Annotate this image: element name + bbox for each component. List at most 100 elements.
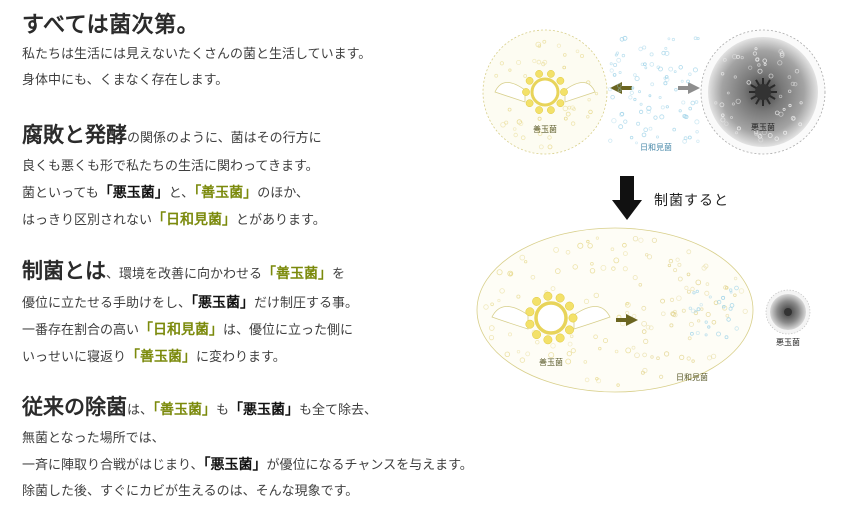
bad-label-top: 悪玉菌 xyxy=(751,122,775,132)
s2-line-1-text: の関係のように、菌はその行方に xyxy=(127,131,322,146)
bacteria-dot xyxy=(595,377,599,381)
bacteria-dot xyxy=(748,65,753,70)
good-bacteria-term: 「善玉菌」 xyxy=(194,185,258,201)
bacteria-dot xyxy=(508,332,513,337)
bacteria-dot xyxy=(670,311,675,317)
bacteria-dot xyxy=(575,49,580,54)
neutral-label-top: 日和見菌 xyxy=(640,142,672,152)
bacteria-dot xyxy=(688,306,692,310)
bacteria-dot xyxy=(617,83,622,88)
bacteria-dot xyxy=(490,302,494,307)
bacteria-dot xyxy=(586,115,590,119)
bacteria-dot xyxy=(638,237,644,243)
good-bacteria-term: 「善玉菌」 xyxy=(126,349,197,365)
bacteria-dot xyxy=(624,301,631,308)
section-sterilization-definition: 制菌とは、環境を改善に向かわせる「善玉菌」を 優位に立たせる手助けをし、「悪玉菌… xyxy=(22,256,542,371)
bacteria-dot xyxy=(763,62,767,66)
down-arrow-icon xyxy=(612,176,642,220)
halo-bead xyxy=(525,307,535,317)
bacteria-dot xyxy=(611,266,616,271)
bacteria-dot xyxy=(790,81,795,87)
s2-line-2: 良くも悪くも形で私たちの生活に関わってきます。 xyxy=(22,159,319,174)
bacteria-dot xyxy=(546,126,552,132)
bacteria-dot xyxy=(530,274,536,280)
bacteria-dot xyxy=(634,352,640,359)
halo-bead xyxy=(543,335,553,345)
bacteria-dot xyxy=(656,356,660,361)
bacteria-dot xyxy=(691,359,695,363)
bacteria-dot xyxy=(640,370,645,375)
s3-l3-b: は、優位に立った側に xyxy=(223,323,354,338)
bacteria-dot xyxy=(523,74,528,78)
bacteria-dot xyxy=(542,39,547,44)
bacteria-dot xyxy=(683,136,688,141)
bacteria-dot xyxy=(688,321,694,327)
halo-bead xyxy=(532,330,542,340)
bacteria-dot xyxy=(537,44,542,48)
bad-bacteria-circle-top: 悪玉菌 xyxy=(700,29,826,155)
bacteria-dot xyxy=(716,331,721,337)
bacteria-dot xyxy=(639,102,643,106)
bacteria-dot xyxy=(692,67,698,73)
bacteria-dot xyxy=(782,107,786,111)
arrow-left-icon-bottom xyxy=(616,314,638,326)
s3-line-4: いっせいに寝返り「善玉菌」に変わります。 xyxy=(22,344,542,371)
bacteria-dot xyxy=(767,133,773,138)
bacteria-dot xyxy=(692,291,696,295)
bacteria-dot xyxy=(594,92,599,96)
bacteria-dot xyxy=(536,59,542,65)
bacteria-dot xyxy=(675,257,680,262)
bacteria-dot xyxy=(694,309,698,313)
s2-line-4: はっきり区別されない「日和見菌」とがあります。 xyxy=(22,207,542,234)
bacteria-dot xyxy=(643,62,647,66)
bacteria-dot xyxy=(793,82,798,87)
bacteria-dot xyxy=(538,144,544,150)
s2-line-3: 菌といっても「悪玉菌」と、「善玉菌」のほか、 xyxy=(22,180,542,207)
bacteria-dot xyxy=(708,295,712,299)
bacteria-dot xyxy=(644,66,648,70)
bacteria-dot xyxy=(704,333,708,337)
bacteria-dot xyxy=(640,62,645,66)
bacteria-dot xyxy=(587,97,591,102)
bacteria-dot xyxy=(611,118,617,124)
halo-bead xyxy=(555,293,565,303)
bacteria-dot xyxy=(669,323,674,328)
halo-bead xyxy=(565,325,574,335)
bacteria-dot xyxy=(550,343,556,349)
bacteria-dot xyxy=(705,311,711,317)
bacteria-dot xyxy=(680,79,684,83)
bacteria-dot xyxy=(512,127,517,131)
bacteria-dot xyxy=(631,86,635,90)
section-decay-fermentation: 腐敗と発酵の関係のように、菌はその行方に 良くも悪くも形で私たちの生活に関わって… xyxy=(22,120,542,234)
bacteria-dot xyxy=(754,132,758,136)
bacteria-dot xyxy=(746,80,751,85)
bacteria-dot xyxy=(586,239,590,244)
bacteria-dot xyxy=(719,102,725,108)
bacteria-dot xyxy=(798,122,803,127)
bacteria-dot xyxy=(504,120,509,125)
bacteria-dot xyxy=(738,288,745,294)
bacteria-dot xyxy=(696,36,700,40)
bacteria-dot xyxy=(734,326,739,331)
bacteria-dot xyxy=(787,75,792,79)
bacteria-dot xyxy=(761,129,767,136)
bacteria-dot xyxy=(723,285,728,290)
s3-l1-a: 、環境を改善に向かわせる xyxy=(106,267,263,282)
bacteria-dot xyxy=(679,354,685,360)
bacteria-dot xyxy=(722,58,727,62)
bacteria-dot xyxy=(645,324,651,330)
bacteria-dot xyxy=(609,62,613,66)
bacteria-dot xyxy=(664,46,668,50)
bacteria-dot xyxy=(642,45,647,50)
bacteria-dot xyxy=(537,131,543,136)
bacteria-dot xyxy=(632,235,639,242)
bad-bacteria-term: 「悪玉菌」 xyxy=(229,402,300,418)
s4-heading: 従来の除菌 xyxy=(22,394,127,419)
bacteria-dot xyxy=(565,111,571,117)
bacteria-dot xyxy=(724,121,729,126)
bacteria-dot xyxy=(638,282,643,287)
bacteria-dot xyxy=(622,242,627,248)
bacteria-dot xyxy=(535,41,542,48)
bacteria-dot xyxy=(686,79,691,84)
bacteria-dot xyxy=(613,63,618,68)
